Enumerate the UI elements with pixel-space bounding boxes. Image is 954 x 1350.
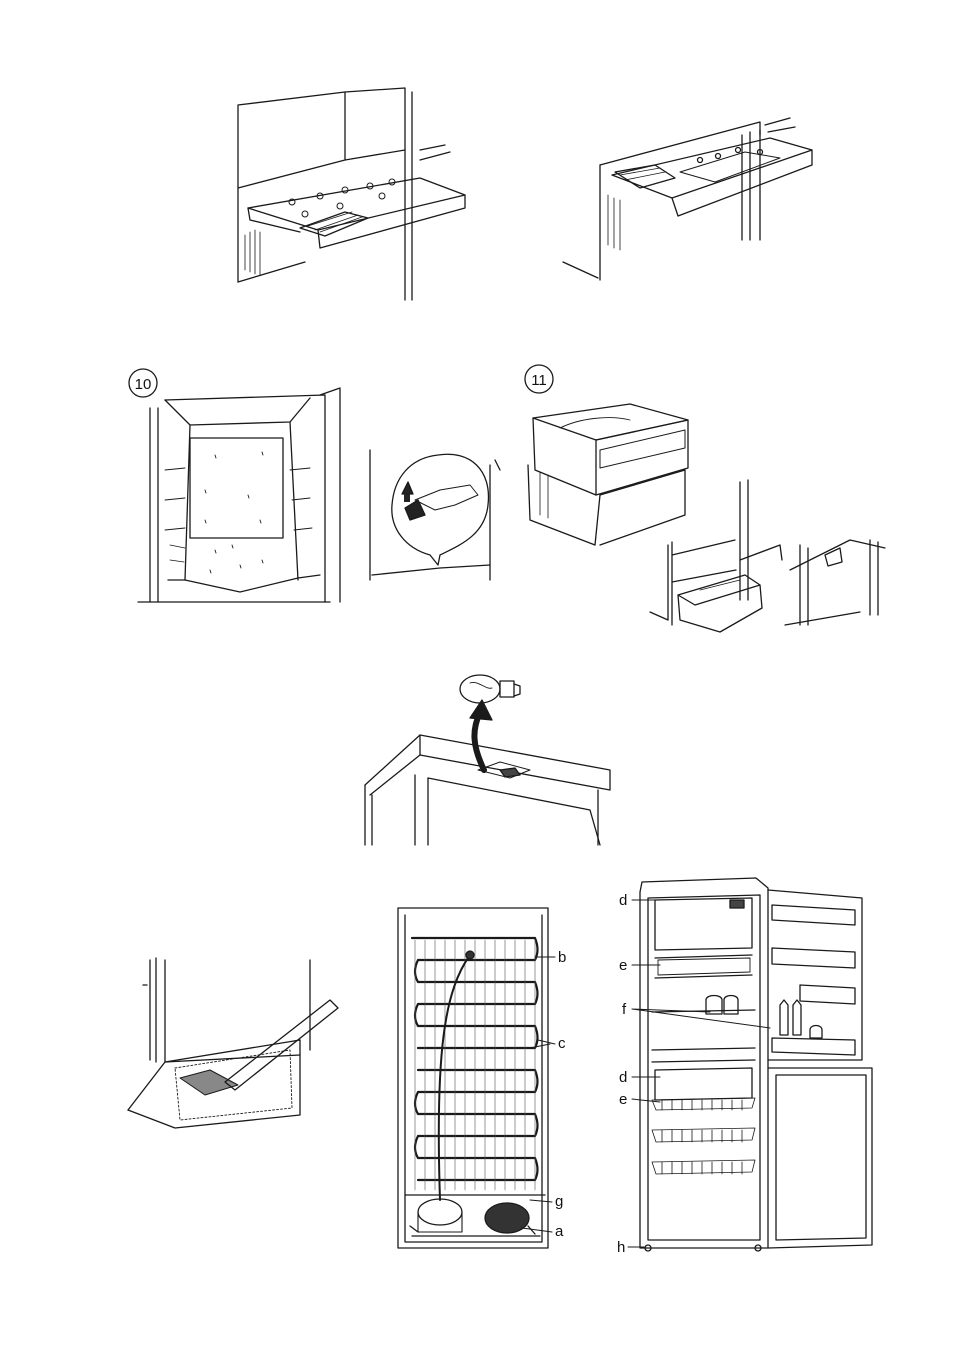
label-h: h <box>617 1239 625 1256</box>
bottle <box>780 1000 788 1035</box>
label-e-bottom: e <box>619 1091 627 1108</box>
light-bulb-icon <box>460 675 500 703</box>
figure-11: 11 <box>525 365 885 632</box>
label-g: g <box>555 1193 563 1210</box>
jar <box>810 1026 822 1039</box>
ice-tray-illustration-left <box>238 88 465 300</box>
cleaning-tool-head <box>180 1070 238 1095</box>
figure-11-number: 11 <box>531 372 547 389</box>
cleaning-tool-handle <box>225 1000 338 1090</box>
label-f: f <box>622 1001 627 1018</box>
ice-cube-tray <box>615 165 675 188</box>
frost-dots <box>205 452 263 573</box>
figure-10-number: 10 <box>135 376 152 393</box>
label-d-bottom: d <box>619 1069 627 1086</box>
drain-cleaning-illustration <box>128 958 338 1128</box>
light-bulb-illustration <box>365 675 610 845</box>
ice-cube-tray <box>300 212 368 236</box>
label-a: a <box>555 1223 564 1240</box>
arrow-up-icon <box>402 482 413 494</box>
label-d-top: d <box>619 892 627 909</box>
bottle <box>793 1000 801 1035</box>
condenser-wires <box>415 940 535 1190</box>
jar <box>724 996 738 1015</box>
drip-tray <box>418 1199 462 1225</box>
label-b: b <box>558 949 566 966</box>
wire-shelf-2 <box>652 1128 755 1142</box>
label-c: c <box>558 1035 566 1052</box>
condenser-rear-view <box>398 908 555 1248</box>
label-e-top: e <box>619 957 627 974</box>
arrow-up-icon <box>474 712 484 770</box>
ice-tray-illustration-right <box>563 118 812 280</box>
wire-shelf-1 <box>652 1098 755 1110</box>
figure-10: 10 <box>129 369 500 602</box>
fridge-interior-view <box>628 878 872 1251</box>
wire-shelf-3 <box>652 1160 755 1174</box>
